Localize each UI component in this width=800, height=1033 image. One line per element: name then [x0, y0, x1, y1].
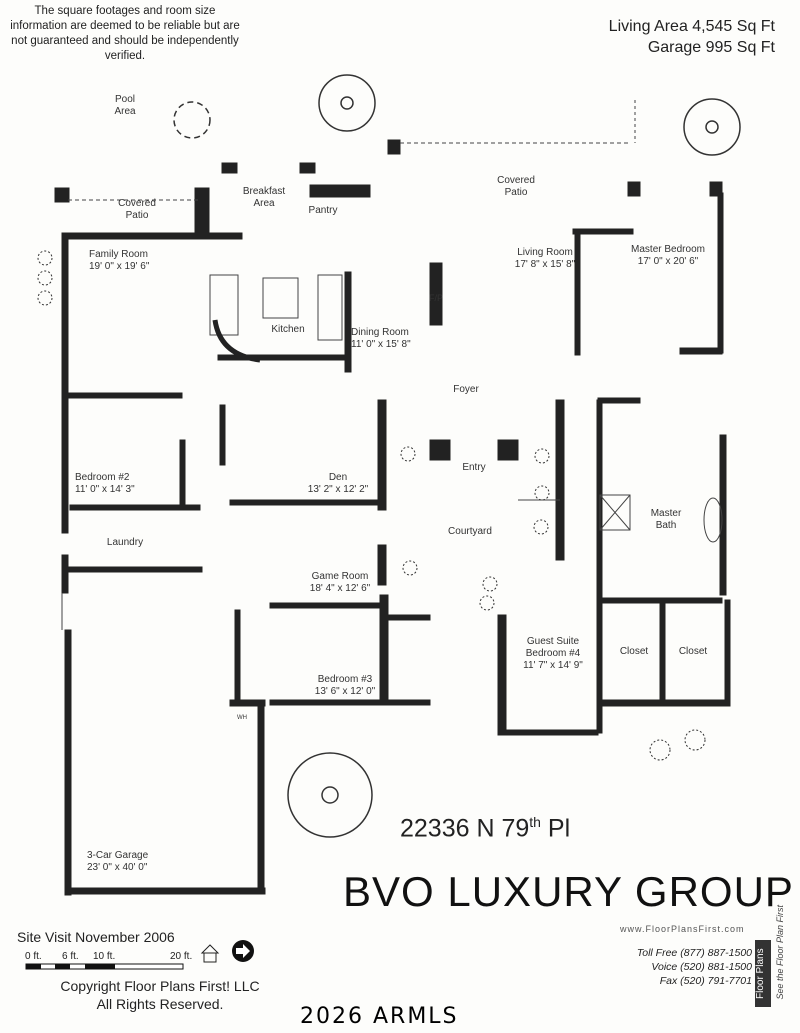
- shrub-icon: [37, 250, 706, 761]
- contact-info: Toll Free (877) 887-1500 Voice (520) 881…: [637, 946, 752, 988]
- room-name: Breakfast: [242, 186, 286, 197]
- address-suffix: th: [529, 814, 541, 830]
- copyright-line-2: All Rights Reserved.: [96, 996, 224, 1012]
- scale-label-0: 0 ft.: [25, 951, 42, 962]
- room-size: 11' 0" x 14' 3": [75, 484, 135, 495]
- room-laundry: Laundry: [106, 537, 144, 548]
- room-name: Family Room: [89, 249, 148, 260]
- disclaimer: The square footages and room size inform…: [10, 5, 240, 62]
- address-main: 22336 N 79: [400, 814, 530, 843]
- address-tail: Pl: [540, 814, 571, 843]
- fireplace-label: F/P: [428, 293, 444, 303]
- room-size: 13' 2" x 12' 2": [307, 484, 369, 495]
- room-name: Dining Room: [351, 327, 409, 338]
- room-name: Bedroom #2: [75, 472, 130, 483]
- room-name-2: Patio: [125, 210, 149, 221]
- scale-label-6: 6 ft.: [62, 951, 79, 962]
- room-courtyard: Courtyard: [448, 526, 492, 537]
- room-name: Master: [650, 508, 682, 519]
- website: www.FloorPlansFirst.com: [620, 924, 745, 934]
- room-name: Covered: [497, 175, 535, 186]
- room-pantry: Pantry: [308, 205, 338, 216]
- trees: [37, 74, 741, 838]
- room-name: Den: [328, 472, 348, 483]
- toll-free: Toll Free (877) 887-1500: [636, 947, 752, 959]
- room-name-2: Bedroom #4: [525, 648, 581, 659]
- room-size: 18' 4" x 12' 6": [309, 583, 371, 594]
- room-name: Bedroom #3: [317, 674, 373, 685]
- copyright: Copyright Floor Plans First! LLC All Righ…: [40, 977, 280, 1013]
- walls: [54, 139, 731, 896]
- room-name: Pool: [114, 94, 135, 105]
- living-area: Living Area 4,545 Sq Ft: [608, 18, 775, 35]
- site-visit: Site Visit November 2006: [17, 929, 175, 945]
- room-size: 17' 0" x 20' 6": [637, 256, 699, 267]
- room-name: Living Room: [517, 247, 573, 258]
- tree-icon: [318, 74, 376, 132]
- scale-label-10: 10 ft.: [93, 951, 116, 962]
- room-size: 13' 6" x 12' 0": [314, 686, 376, 697]
- room-entry: Entry: [462, 462, 486, 473]
- room-name-2: Area: [114, 106, 136, 117]
- room-name: Game Room: [311, 571, 369, 582]
- room-size: 11' 0" x 15' 8": [351, 339, 411, 350]
- room-closet-1: Closet: [619, 646, 649, 657]
- logo-tagline: See the Floor Plan First: [775, 905, 785, 1000]
- room-name-2: Patio: [504, 187, 528, 198]
- room-size: 19' 0" x 19' 6": [89, 261, 150, 272]
- room-name: Guest Suite: [526, 636, 580, 647]
- brand-name: BVO LUXURY GROUP: [343, 868, 794, 915]
- room-name: 3-Car Garage: [87, 850, 149, 861]
- copyright-line-1: Copyright Floor Plans First! LLC: [60, 978, 260, 994]
- tree-icon: [287, 752, 373, 838]
- equal-housing-icon: [200, 944, 220, 963]
- room-size: 17' 8" x 15' 8": [514, 259, 576, 270]
- scale-label-20: 20 ft.: [170, 951, 193, 962]
- room-name-2: Bath: [655, 520, 677, 531]
- room-foyer: Foyer: [453, 384, 479, 395]
- garage-area: Garage 995 Sq Ft: [647, 39, 775, 56]
- fax: Fax (520) 791-7701: [659, 975, 752, 987]
- room-closet-2: Closet: [678, 646, 708, 657]
- watermark: 2026 ARMLS: [300, 1004, 459, 1029]
- water-heater-label: WH: [237, 715, 247, 721]
- room-name-2: Area: [253, 198, 275, 209]
- room-size: 23' 0" x 40' 0": [87, 862, 148, 873]
- voice-phone: Voice (520) 881-1500: [651, 961, 752, 973]
- room-name: Master Bedroom: [631, 244, 705, 255]
- fixtures: [61, 100, 723, 630]
- room-name: Covered: [118, 198, 156, 209]
- room-size: 11' 7" x 14' 9": [523, 660, 583, 671]
- floor-plans-logo: Floor Plans: [755, 940, 771, 1007]
- scale-bar: [25, 963, 184, 970]
- property-address: 22336 N 79th Pl: [400, 814, 570, 843]
- tree-icon: [173, 101, 211, 139]
- room-kitchen: Kitchen: [271, 324, 305, 335]
- tree-icon: [683, 98, 741, 156]
- area-summary: Living Area 4,545 Sq Ft Garage 995 Sq Ft: [609, 16, 775, 58]
- north-arrow-icon: [232, 940, 254, 962]
